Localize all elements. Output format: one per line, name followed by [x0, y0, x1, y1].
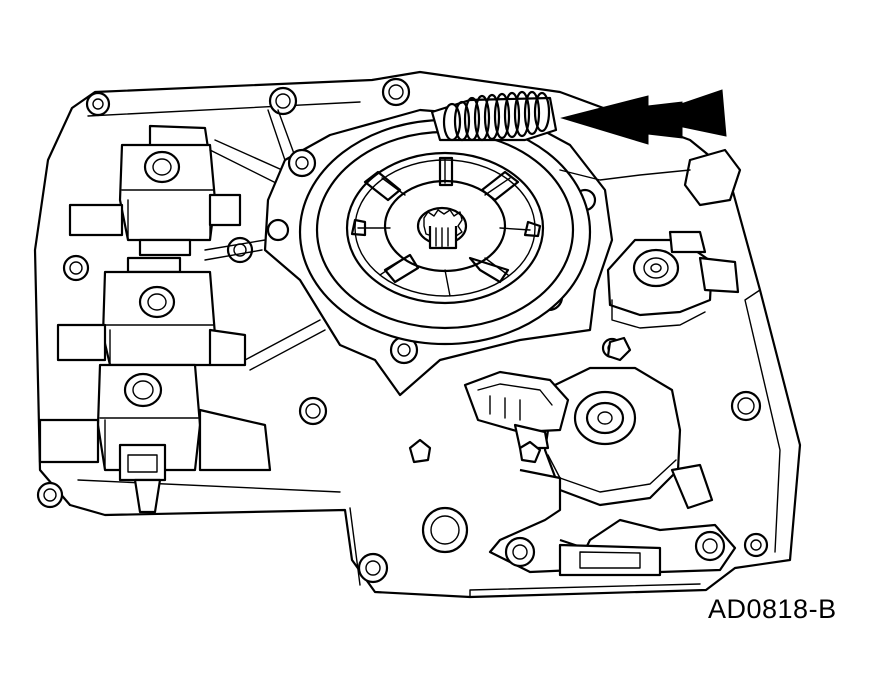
solenoid-right-upper	[606, 230, 740, 329]
bolt-hole-group	[36, 77, 769, 584]
bolt-hole	[421, 506, 469, 554]
servo-shaft-hub	[416, 206, 468, 250]
fitting-bolts	[408, 336, 632, 464]
bolt-hole	[85, 91, 111, 117]
solenoid-middle	[56, 256, 247, 367]
electrical-connector	[463, 370, 570, 450]
bolt-hole	[298, 396, 328, 426]
return-spring	[430, 90, 558, 142]
bolt-hole	[62, 254, 90, 282]
plate-ribs	[204, 109, 326, 371]
bolt-hole	[743, 532, 769, 558]
bolt-hole	[36, 481, 64, 509]
bolt-hole	[268, 86, 298, 116]
bolt-hole	[357, 552, 389, 584]
callout-arrow-icon	[638, 89, 727, 137]
bolt-hole	[381, 77, 411, 107]
solenoid-right-lower	[488, 366, 737, 577]
figure-reference-code: AD0818-B	[708, 594, 837, 624]
bolt-hole	[226, 236, 254, 264]
solenoid-upper	[68, 124, 242, 257]
callout-arrows	[560, 89, 727, 145]
solenoid-lower	[38, 363, 272, 514]
bolt-hole	[730, 390, 762, 422]
plate-passage	[559, 148, 742, 207]
